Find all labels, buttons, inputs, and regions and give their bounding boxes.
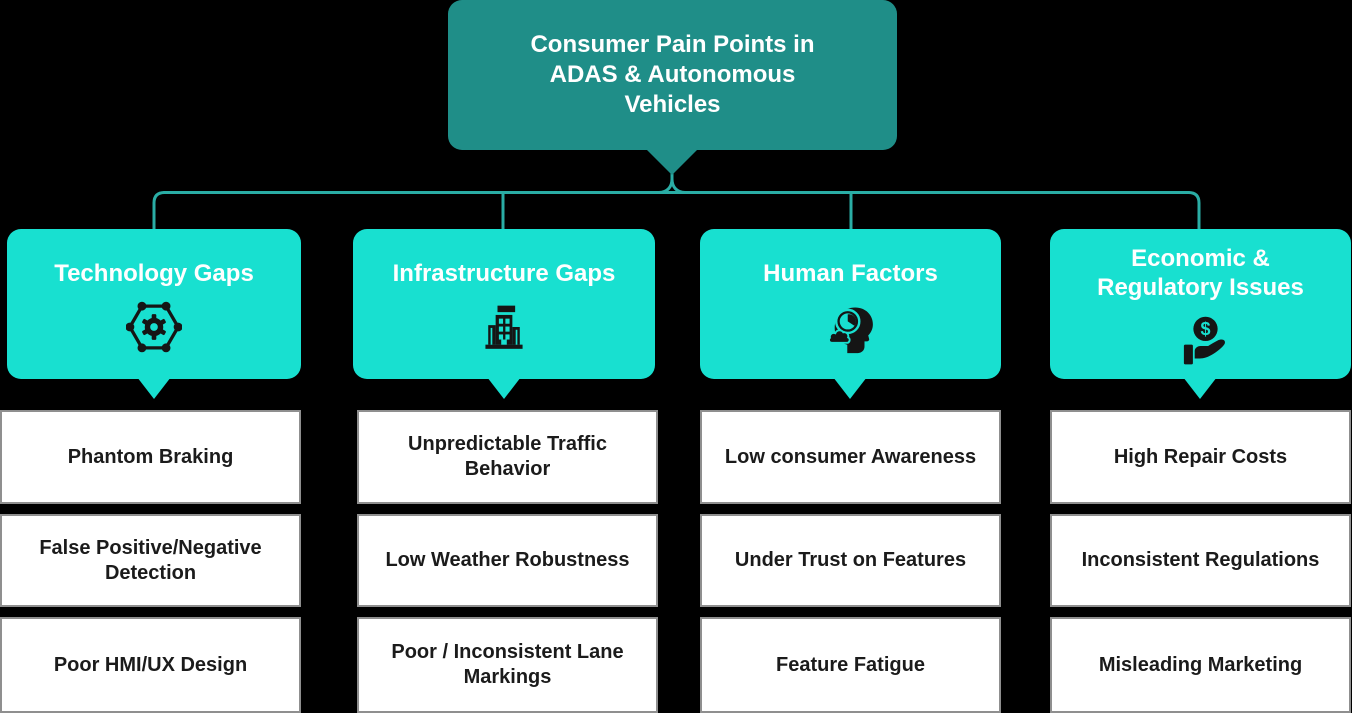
hand-dollar-icon: $ (1174, 312, 1228, 370)
item-card: False Positive/Negative Detection (0, 514, 301, 607)
item-card: Misleading Marketing (1050, 617, 1351, 713)
building-icon (478, 298, 530, 356)
item-card: Low consumer Awareness (700, 410, 1001, 504)
item-card: Poor / Inconsistent Lane Markings (357, 617, 658, 713)
gear-network-icon (126, 298, 182, 356)
branch-tail-pointer (137, 377, 171, 399)
branch-human-factors: Human Factors (700, 229, 1001, 379)
branch-title: Human Factors (763, 259, 938, 287)
branch-tail-pointer (833, 377, 867, 399)
item-card: Poor HMI/UX Design (0, 617, 301, 713)
item-card: Low Weather Robustness (357, 514, 658, 607)
branch-economic-regulatory-issues: Economic & Regulatory Issues $ (1050, 229, 1351, 379)
branch-technology-gaps: Technology Gaps (7, 229, 301, 379)
root-title: Consumer Pain Points in ADAS & Autonomou… (530, 31, 815, 118)
root-tail-pointer (646, 149, 698, 175)
item-card: High Repair Costs (1050, 410, 1351, 504)
svg-text:$: $ (1200, 319, 1210, 339)
item-card: Feature Fatigue (700, 617, 1001, 713)
item-card: Inconsistent Regulations (1050, 514, 1351, 607)
item-card: Phantom Braking (0, 410, 301, 504)
item-card: Unpredictable Traffic Behavior (357, 410, 658, 504)
branch-tail-pointer (487, 377, 521, 399)
branch-infrastructure-gaps: Infrastructure Gaps (353, 229, 655, 379)
item-card: Under Trust on Features (700, 514, 1001, 607)
branch-title: Technology Gaps (54, 259, 254, 287)
head-clock-icon (824, 298, 878, 356)
branch-tail-pointer (1183, 377, 1217, 399)
root-node: Consumer Pain Points in ADAS & Autonomou… (448, 0, 897, 150)
branch-title: Economic & Regulatory Issues (1097, 245, 1304, 301)
branch-title: Infrastructure Gaps (392, 259, 616, 287)
